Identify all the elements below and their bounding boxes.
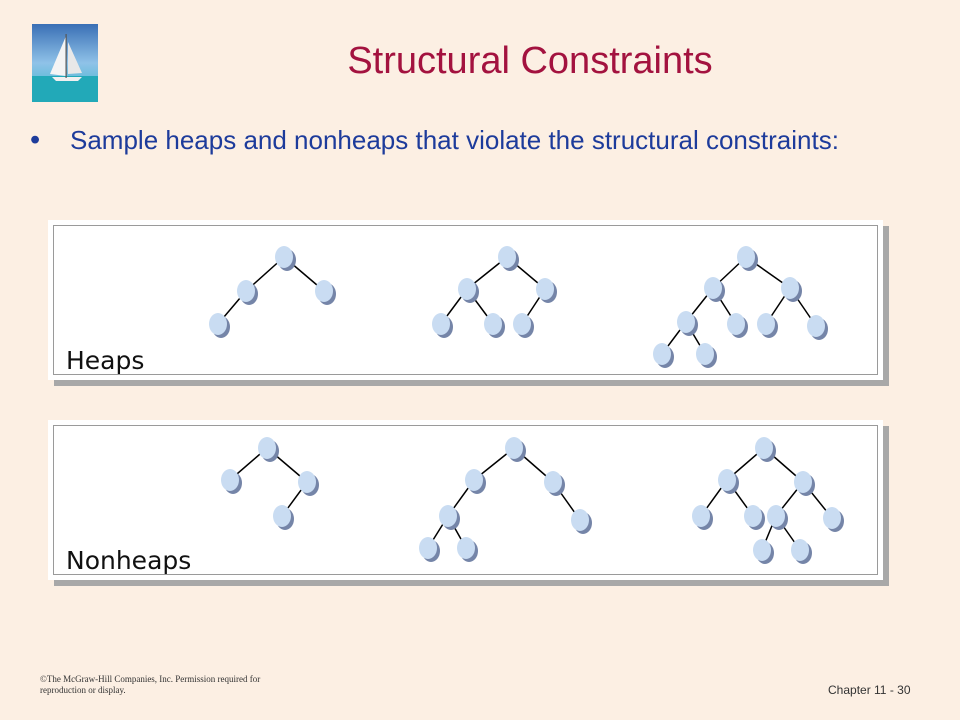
tree-node — [315, 280, 336, 305]
tree-node — [273, 505, 294, 530]
tree-node — [744, 505, 765, 530]
nonheaps-label: Nonheaps — [66, 546, 192, 575]
tree-nodes — [209, 246, 828, 368]
tree-node — [823, 507, 844, 532]
tree-node — [484, 313, 505, 338]
tree-node — [465, 469, 486, 494]
tree-node — [791, 539, 812, 564]
nonheaps-trees-diagram — [221, 437, 844, 564]
tree-node — [457, 537, 478, 562]
tree-node — [458, 278, 479, 303]
tree-node — [653, 343, 674, 368]
tree-node — [807, 315, 828, 340]
tree-node — [221, 469, 242, 494]
tree-nodes — [221, 437, 844, 564]
tree-node — [757, 313, 778, 338]
tree-node — [439, 505, 460, 530]
copyright-notice: ©The McGraw-Hill Companies, Inc. Permiss… — [40, 674, 261, 695]
nonheaps-panel: Nonheaps — [48, 420, 893, 590]
tree-node — [794, 471, 815, 496]
bullet-dot: • — [30, 124, 41, 156]
tree-node — [781, 277, 802, 302]
tree-node — [298, 471, 319, 496]
tree-node — [767, 505, 788, 530]
tree-node — [258, 437, 279, 462]
tree-node — [704, 277, 725, 302]
heaps-label: Heaps — [66, 346, 145, 375]
tree-node — [696, 343, 717, 368]
tree-node — [536, 278, 557, 303]
tree-node — [718, 469, 739, 494]
bullet-text: Sample heaps and nonheaps that violate t… — [70, 125, 839, 155]
tree-node — [432, 313, 453, 338]
tree-node — [513, 313, 534, 338]
tree-node — [209, 313, 230, 338]
chapter-page-number: Chapter 11 - 30 — [828, 683, 911, 697]
tree-node — [727, 313, 748, 338]
tree-node — [737, 246, 758, 271]
tree-node — [753, 539, 774, 564]
heaps-panel: Heaps — [48, 220, 893, 390]
bullet-item: • Sample heaps and nonheaps that violate… — [30, 124, 910, 156]
tree-node — [571, 509, 592, 534]
tree-node — [544, 471, 565, 496]
tree-node — [692, 505, 713, 530]
tree-node — [419, 537, 440, 562]
tree-node — [237, 280, 258, 305]
tree-node — [677, 311, 698, 336]
slide-title: Structural Constraints — [347, 40, 713, 82]
tree-node — [755, 437, 776, 462]
sailboat-logo-image — [32, 24, 98, 102]
tree-node — [498, 246, 519, 271]
heaps-trees-diagram — [209, 246, 828, 368]
tree-node — [505, 437, 526, 462]
tree-node — [275, 246, 296, 271]
